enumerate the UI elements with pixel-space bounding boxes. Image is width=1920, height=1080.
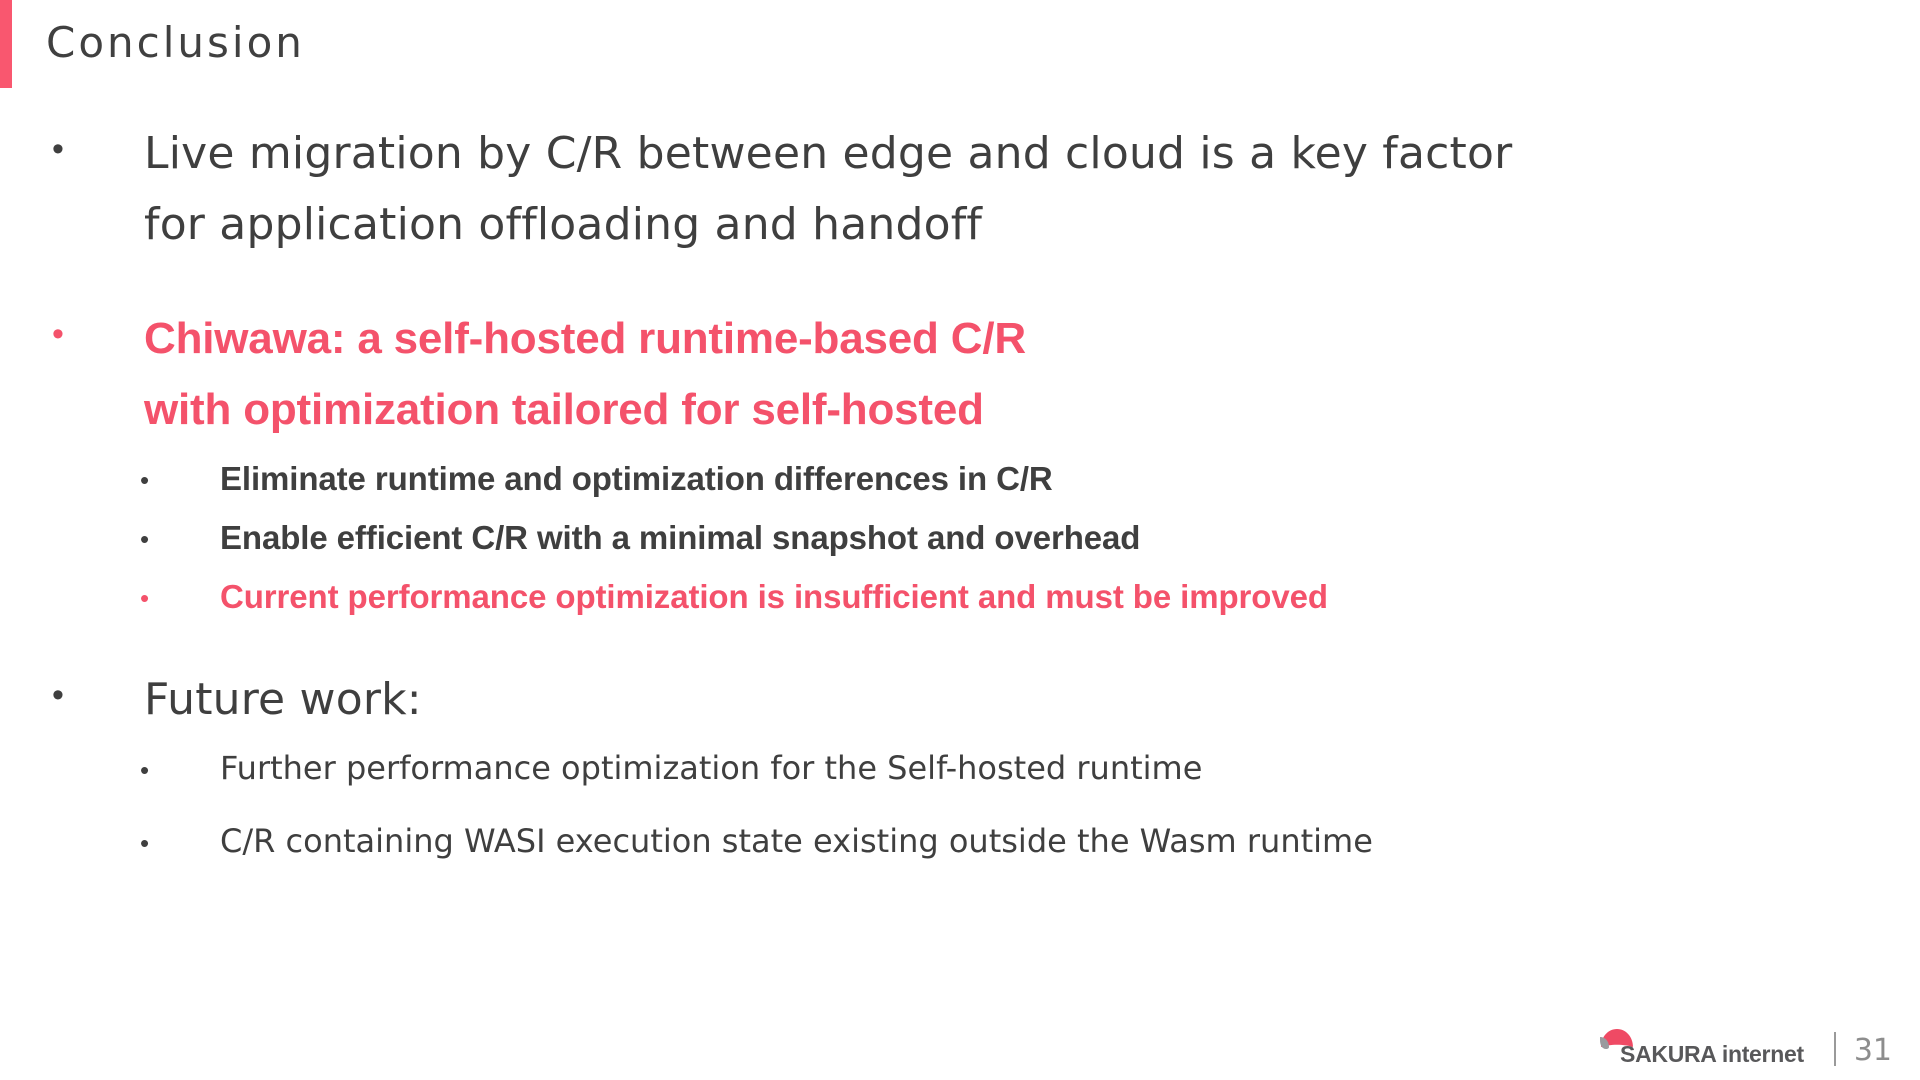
subbullet-text: Further performance optimization for the… <box>220 748 1203 787</box>
bullet-marker-icon: • <box>140 828 150 859</box>
bullet-marker-icon: • <box>52 130 64 168</box>
bullet-item-chiwawa: • Chiwawa: a self-hosted runtime-based C… <box>0 303 1920 446</box>
subbullet-text: Current performance optimization is insu… <box>220 577 1328 615</box>
spacer <box>0 622 1920 664</box>
slide-footer: SAKURA internet 31 <box>1600 1029 1892 1068</box>
slide-body: • Live migration by C/R between edge and… <box>0 118 1920 866</box>
bullet-text: Chiwawa: a self-hosted runtime-based C/R… <box>144 303 1026 446</box>
bullet-line: Chiwawa: a self-hosted runtime-based C/R <box>144 313 1026 363</box>
spacer <box>0 563 1920 573</box>
bullet-marker-icon: • <box>52 314 64 353</box>
page-title: Conclusion <box>46 18 305 67</box>
bullet-marker-icon: • <box>140 465 150 496</box>
spacer <box>0 445 1920 455</box>
spacer <box>0 261 1920 303</box>
brand-name: SAKURA internet <box>1620 1041 1804 1067</box>
sakura-blossom-icon <box>1600 1029 1634 1049</box>
brand-logo: SAKURA internet <box>1600 1029 1826 1067</box>
bullet-marker-icon: • <box>52 675 64 714</box>
bullet-text: Future work: <box>144 673 422 725</box>
subbullet-text: C/R containing WASI execution state exis… <box>220 822 1373 861</box>
footer-divider <box>1833 1032 1836 1066</box>
bullet-text: Live migration by C/R between edge and c… <box>144 118 1512 261</box>
subbullet-item-performance-insufficient: • Current performance optimization is in… <box>0 573 1920 622</box>
bullet-item-live-migration: • Live migration by C/R between edge and… <box>0 118 1920 261</box>
subbullet-item-eliminate-differences: • Eliminate runtime and optimization dif… <box>0 455 1920 504</box>
subbullet-item-efficient-cr: • Enable efficient C/R with a minimal sn… <box>0 514 1920 563</box>
page-number: 31 <box>1853 1033 1892 1068</box>
subbullet-item-further-optimization: • Further performance optimization for t… <box>0 745 1920 792</box>
bullet-item-future-work: • Future work: <box>0 664 1920 735</box>
bullet-marker-icon: • <box>140 754 150 785</box>
subbullet-item-wasi-state: • C/R containing WASI execution state ex… <box>0 818 1920 865</box>
title-accent-bar <box>0 0 12 88</box>
spacer <box>0 504 1920 514</box>
bullet-line: Live migration by C/R between edge and c… <box>144 128 1513 179</box>
bullet-line: with optimization tailored for self-host… <box>144 384 984 434</box>
spacer <box>0 735 1920 745</box>
bullet-marker-icon: • <box>140 582 150 613</box>
subbullet-text: Eliminate runtime and optimization diffe… <box>220 460 1053 498</box>
subbullet-text: Enable efficient C/R with a minimal snap… <box>220 518 1141 556</box>
bullet-marker-icon: • <box>140 523 150 554</box>
spacer <box>0 792 1920 818</box>
bullet-line: for application offloading and handoff <box>144 199 983 251</box>
